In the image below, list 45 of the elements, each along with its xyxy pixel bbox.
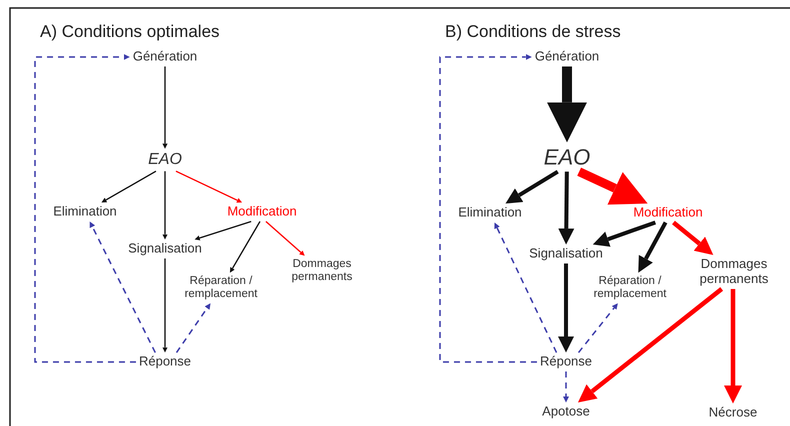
panel-title: B) Conditions de stress (445, 22, 621, 42)
arrow (672, 220, 714, 256)
node-label: Modification (633, 206, 703, 220)
dashed-arrow (563, 371, 569, 403)
node-label: EAO (544, 144, 590, 170)
arrow (230, 221, 261, 273)
arrow (162, 66, 168, 149)
node-label: Réponse (540, 354, 592, 370)
arrow (162, 171, 168, 240)
arrow (558, 263, 574, 353)
arrow (101, 170, 156, 203)
arrow (578, 287, 724, 403)
dashed-arrow (34, 54, 136, 363)
arrow (547, 66, 587, 142)
node-label: Réparation / remplacement (184, 274, 258, 302)
dashed-arrow (90, 221, 156, 353)
node-label: Dommages permanents (698, 257, 770, 287)
dashed-arrow (439, 54, 537, 363)
dashed-arrow (578, 303, 618, 353)
node-label: Apotose (542, 404, 590, 420)
node-label: Elimination (53, 204, 117, 220)
node-label: Réparation / remplacement (592, 274, 668, 302)
arrow (506, 170, 559, 204)
node-label: Réponse (138, 354, 192, 370)
arrow (592, 220, 656, 247)
node-label: Signalisation (128, 242, 202, 256)
arrow (724, 288, 742, 404)
arrow (558, 172, 574, 245)
arrow (266, 220, 305, 256)
node-label: Génération (534, 50, 600, 64)
node-label: Signalisation (529, 246, 603, 262)
arrow (194, 220, 252, 240)
node-label: Dommages permanents (290, 258, 354, 284)
panel-title: A) Conditions optimales (40, 22, 220, 42)
node-label: Nécrose (708, 406, 758, 420)
arrow (638, 222, 668, 273)
node-label: EAO (148, 150, 182, 170)
node-label: Génération (132, 50, 198, 64)
dashed-arrow (494, 222, 558, 353)
node-label: Elimination (458, 206, 522, 220)
arrow (577, 168, 648, 205)
arrow (176, 170, 242, 203)
dashed-arrow (176, 303, 210, 353)
node-label: Modification (227, 204, 297, 220)
arrow (162, 258, 168, 353)
